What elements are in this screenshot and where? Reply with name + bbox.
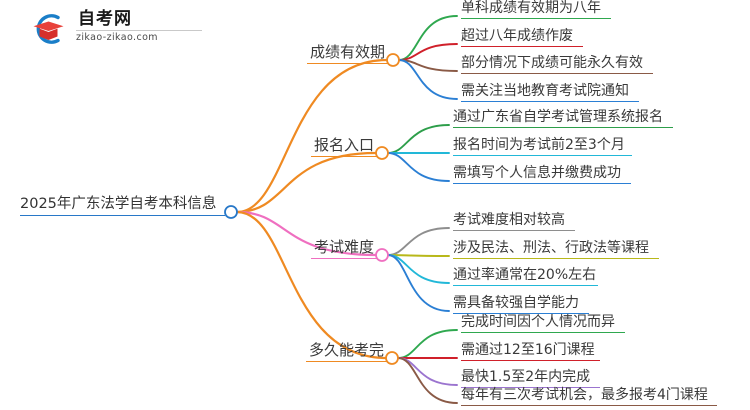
leaf-label-1-1[interactable]: 报名时间为考试前2至3个月 (453, 138, 632, 156)
logo-divider (76, 30, 202, 31)
leaf-label-0-3[interactable]: 需关注当地教育考试院通知 (461, 84, 639, 102)
branch-label-2[interactable]: 考试难度 (311, 240, 377, 259)
site-logo: 自考网 zikao-zikao.com (28, 10, 203, 50)
branch-node-circle-1[interactable] (375, 146, 389, 160)
root-node-circle[interactable] (224, 205, 238, 219)
leaf-label-3-3[interactable]: 每年有三次考试机会，最多报考4门课程 (461, 388, 717, 406)
graduation-cap-icon (33, 14, 64, 44)
root-node-label[interactable]: 2025年广东法学自考本科信息 (20, 197, 225, 216)
branch-label-1[interactable]: 报名入口 (311, 138, 377, 157)
leaf-label-0-2[interactable]: 部分情况下成绩可能永久有效 (461, 56, 653, 74)
branch-label-0[interactable]: 成绩有效期 (307, 45, 388, 64)
leaf-label-1-0[interactable]: 通过广东省自学考试管理系统报名 (453, 110, 673, 128)
leaf-label-3-1[interactable]: 需通过12至16门课程 (461, 343, 600, 361)
leaf-label-3-2[interactable]: 最快1.5至2年内完成 (461, 370, 600, 388)
branch-label-3[interactable]: 多久能考完 (306, 343, 387, 362)
leaf-label-2-1[interactable]: 涉及民法、刑法、行政法等课程 (453, 241, 659, 259)
branch-node-circle-2[interactable] (375, 248, 389, 262)
leaf-label-2-0[interactable]: 考试难度相对较高 (453, 213, 575, 231)
logo-url: zikao-zikao.com (76, 32, 158, 43)
leaf-label-2-3[interactable]: 需具备较强自学能力 (453, 296, 589, 314)
leaf-label-3-0[interactable]: 完成时间因个人情况而异 (461, 315, 625, 333)
leaf-label-1-2[interactable]: 需填写个人信息并缴费成功 (453, 166, 631, 184)
logo-title: 自考网 (78, 9, 132, 29)
branch-node-circle-0[interactable] (386, 53, 400, 67)
leaf-label-0-1[interactable]: 超过八年成绩作废 (461, 29, 583, 47)
leaf-label-0-0[interactable]: 单科成绩有效期为八年 (461, 1, 611, 19)
branch-node-circle-3[interactable] (385, 351, 399, 365)
leaf-label-2-2[interactable]: 通过率通常在20%左右 (453, 268, 598, 286)
